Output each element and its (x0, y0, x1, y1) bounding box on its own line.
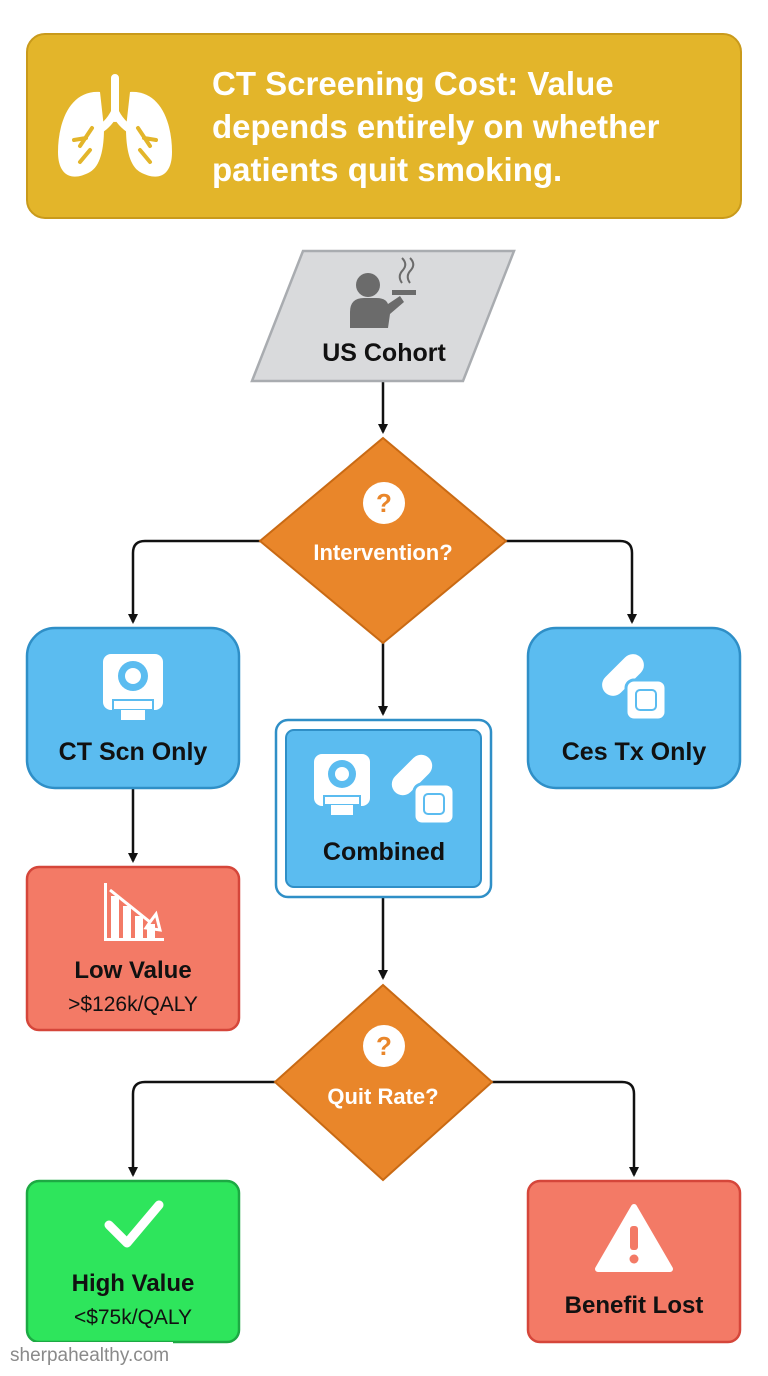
pills-patch-icon (391, 754, 456, 826)
high-value-label: High Value (72, 1270, 195, 1297)
low-value-detail: >$126k/QALY (68, 993, 198, 1016)
node-cessation-treatment-only: Ces Tx Only (526, 626, 742, 790)
question-icon: ? (363, 1025, 405, 1067)
warning-icon (595, 1204, 673, 1272)
arrow-quit-rate-to-high-value (128, 1080, 277, 1177)
smoker-icon (350, 257, 416, 328)
header-title-line-2: depends entirely on whether (212, 108, 660, 145)
node-combined: Combined (274, 718, 493, 899)
question-icon: ? (363, 482, 405, 524)
svg-text:?: ? (376, 1031, 392, 1061)
ces-tx-only-label: Ces Tx Only (562, 738, 707, 766)
high-value-detail: <$75k/QALY (74, 1306, 192, 1329)
watermark: sherpahealthy.com (6, 1342, 174, 1370)
checkmark-icon (104, 1200, 164, 1248)
us-cohort-label: US Cohort (322, 339, 446, 367)
low-value-label: Low Value (74, 957, 191, 984)
node-quit-rate: ? Quit Rate? (273, 983, 494, 1182)
node-high-value: High Value <$75k/QALY (25, 1179, 241, 1344)
pills-patch-icon (602, 654, 668, 722)
intervention-label: Intervention? (313, 540, 452, 565)
node-intervention: ? Intervention? (258, 436, 508, 645)
combined-label: Combined (323, 838, 445, 866)
lungs-icon (58, 74, 172, 177)
arrow-intervention-to-ces-only (504, 539, 637, 624)
header-title-line-1: CT Screening Cost: Value (212, 65, 614, 102)
node-low-value: Low Value >$126k/QALY (25, 865, 241, 1032)
ct-scan-only-label: CT Scn Only (59, 738, 208, 766)
header-banner: CT Screening Cost: Value depends entirel… (26, 33, 742, 219)
benefit-lost-label: Benefit Lost (565, 1292, 704, 1319)
node-benefit-lost: Benefit Lost (526, 1179, 742, 1344)
connectors (128, 381, 639, 1177)
arrow-quit-rate-to-benefit-lost (490, 1080, 639, 1177)
header-title-line-3: patients quit smoking. (212, 151, 562, 188)
ct-scanner-icon (103, 654, 163, 720)
ct-scanner-icon (314, 754, 370, 815)
declining-bar-chart-icon (104, 883, 164, 941)
svg-text:?: ? (376, 488, 392, 518)
node-ct-scan-only: CT Scn Only (25, 626, 241, 790)
arrow-intervention-to-ct-only (128, 539, 262, 624)
node-us-cohort: US Cohort (250, 249, 516, 383)
quit-rate-label: Quit Rate? (327, 1084, 438, 1109)
